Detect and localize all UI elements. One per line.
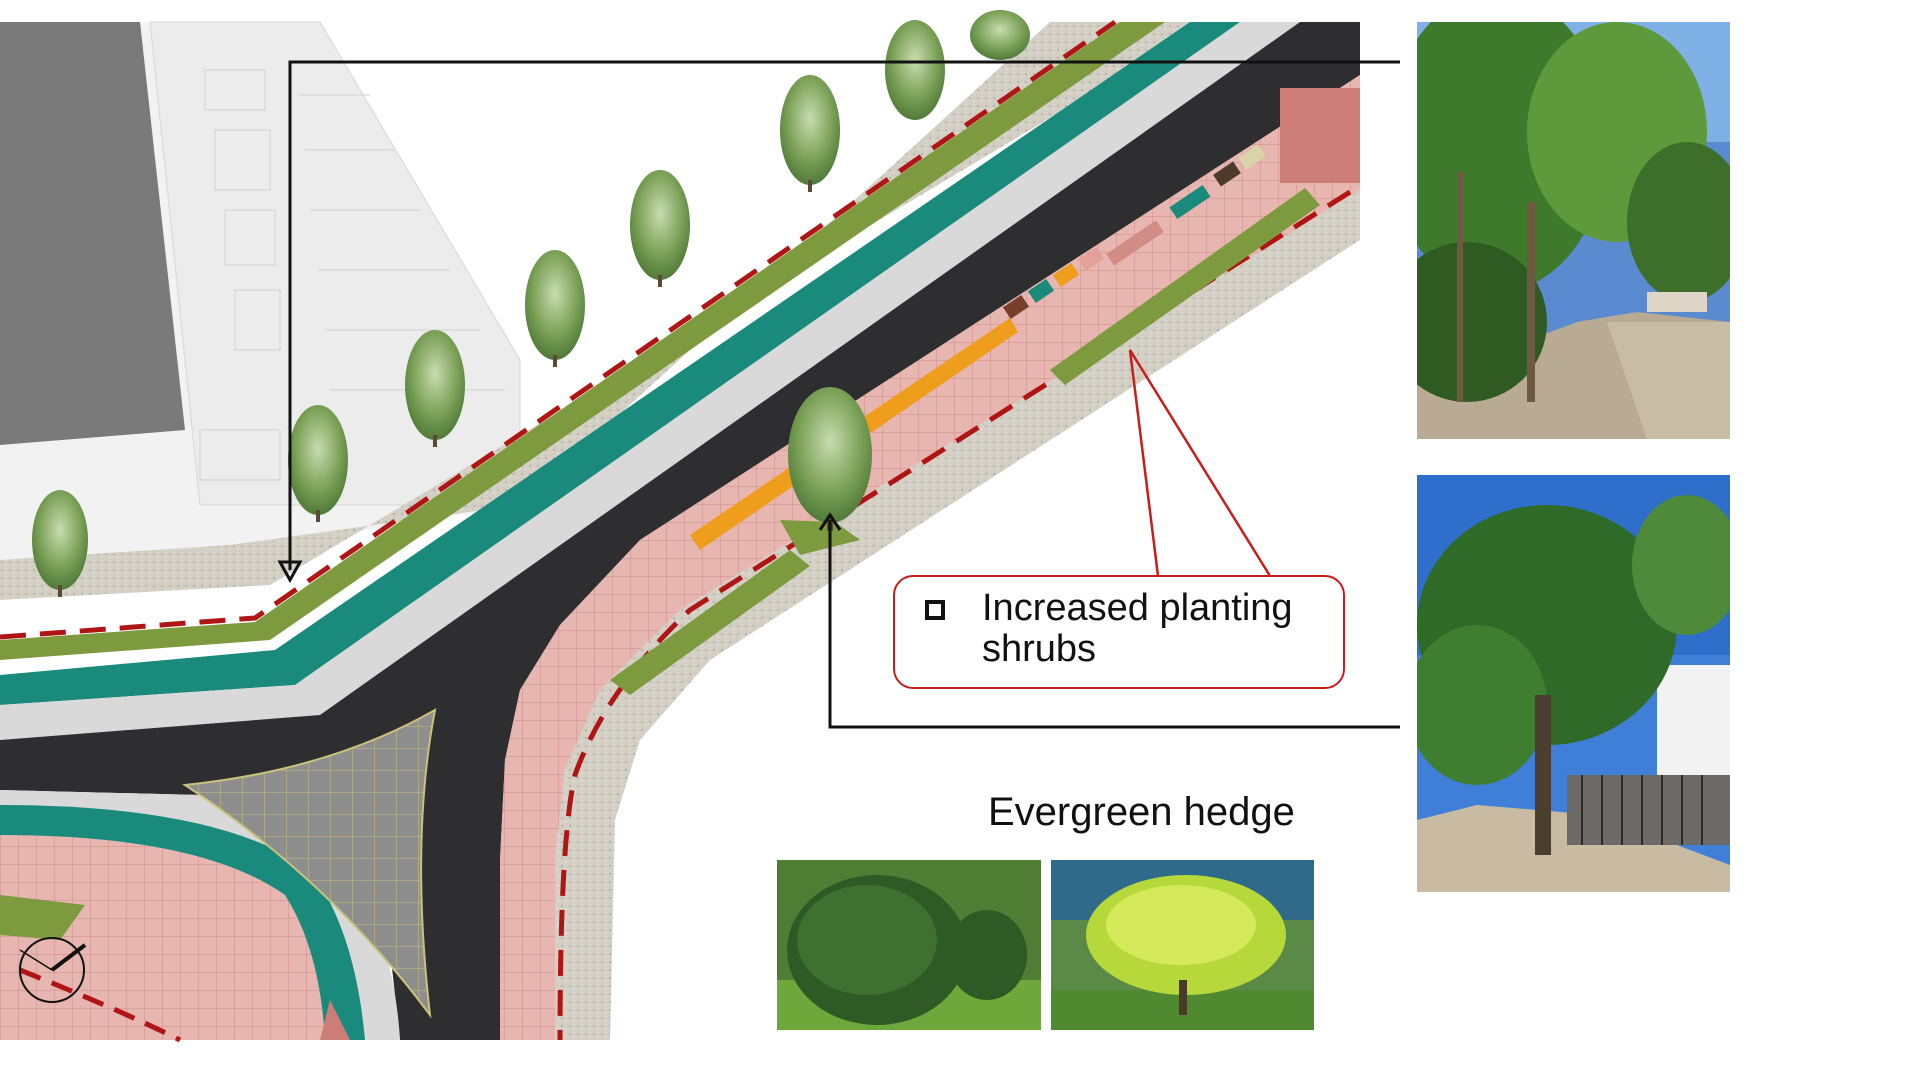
evergreen-hedge-photo-1 bbox=[777, 860, 1041, 1030]
street-trees-photo-bottom bbox=[1417, 475, 1730, 892]
square-bullet-icon bbox=[925, 600, 945, 620]
callout-text: Increased planting shrubs bbox=[982, 587, 1293, 670]
leader-lines bbox=[288, 60, 1400, 729]
increased-planting-callout: Increased planting shrubs bbox=[893, 575, 1345, 689]
south-grass-strip-2 bbox=[610, 550, 810, 695]
arrow-head-icon bbox=[277, 560, 303, 584]
north-arrow-icon bbox=[19, 937, 87, 1003]
north-sidewalk bbox=[0, 22, 1300, 740]
callout-leader-lines bbox=[1128, 349, 1272, 577]
south-grass-strip-1 bbox=[1050, 188, 1320, 385]
evergreen-hedge-title: Evergreen hedge bbox=[988, 790, 1295, 834]
arrow-head-icon bbox=[818, 512, 842, 531]
street-trees bbox=[32, 10, 1030, 597]
north-grass-strip bbox=[0, 22, 1165, 660]
street-trees-photo-top bbox=[1417, 22, 1730, 439]
colored-blocks bbox=[1002, 88, 1360, 319]
evergreen-hedge-photo-2 bbox=[1051, 860, 1314, 1030]
north-curb-dash bbox=[0, 19, 1117, 640]
north-bike-lane bbox=[0, 22, 1240, 705]
street-plan-diagram bbox=[0, 10, 1400, 1043]
triangle-median bbox=[182, 708, 437, 1019]
